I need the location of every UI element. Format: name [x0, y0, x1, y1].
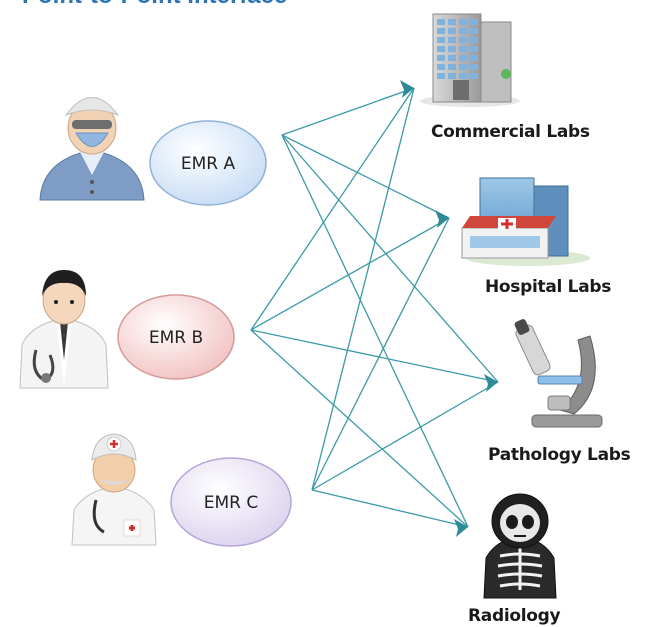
arrowhead-hospital-labs — [435, 210, 449, 228]
emr-b-label: EMR B — [149, 328, 203, 348]
microscope-icon — [514, 319, 603, 428]
connector-emr-b-to-hospital-labs — [250, 217, 450, 331]
connector-emr-a-to-commercial-labs — [281, 87, 415, 136]
arrowhead-commercial-labs — [400, 80, 414, 98]
connector-emr-c-to-hospital-labs — [311, 217, 450, 491]
commercial-labs-label: Commercial Labs — [431, 122, 590, 142]
emr-a-label: EMR A — [181, 154, 236, 174]
surgeon-icon — [39, 97, 145, 201]
hospital-icon — [461, 177, 590, 266]
xray-skeleton-icon — [483, 493, 557, 599]
connector-emr-c-to-pathology-labs — [311, 381, 499, 491]
hospital-labs-label: Hospital Labs — [485, 277, 612, 297]
diagram-title: Point-to-Point Interface — [22, 0, 287, 10]
connector-emr-a-to-hospital-labs — [281, 134, 450, 219]
connector-emr-b-to-pathology-labs — [250, 329, 499, 383]
pathology-labs-label: Pathology Labs — [488, 445, 631, 465]
connector-emr-a-to-pathology-labs — [281, 134, 499, 383]
connector-emr-b-to-radiology — [250, 329, 469, 528]
connector-emr-c-to-radiology — [311, 489, 469, 528]
doctor-icon — [19, 270, 109, 389]
emr-c-label: EMR C — [204, 493, 259, 513]
emr-c-node[interactable]: EMR C — [170, 457, 292, 547]
connector-emr-a-to-radiology — [281, 134, 469, 528]
connector-emr-b-to-commercial-labs — [250, 87, 415, 331]
emr-a-node[interactable]: EMR A — [149, 120, 267, 206]
connector-emr-c-to-commercial-labs — [311, 87, 415, 491]
arrowhead-pathology-labs — [484, 374, 498, 392]
nurse-doctor-icon — [71, 433, 157, 546]
emr-b-node[interactable]: EMR B — [117, 294, 235, 380]
office-building-icon — [420, 13, 520, 107]
connector-lines — [250, 80, 499, 537]
radiology-label: Radiology — [468, 606, 561, 626]
arrowhead-radiology — [454, 519, 468, 537]
